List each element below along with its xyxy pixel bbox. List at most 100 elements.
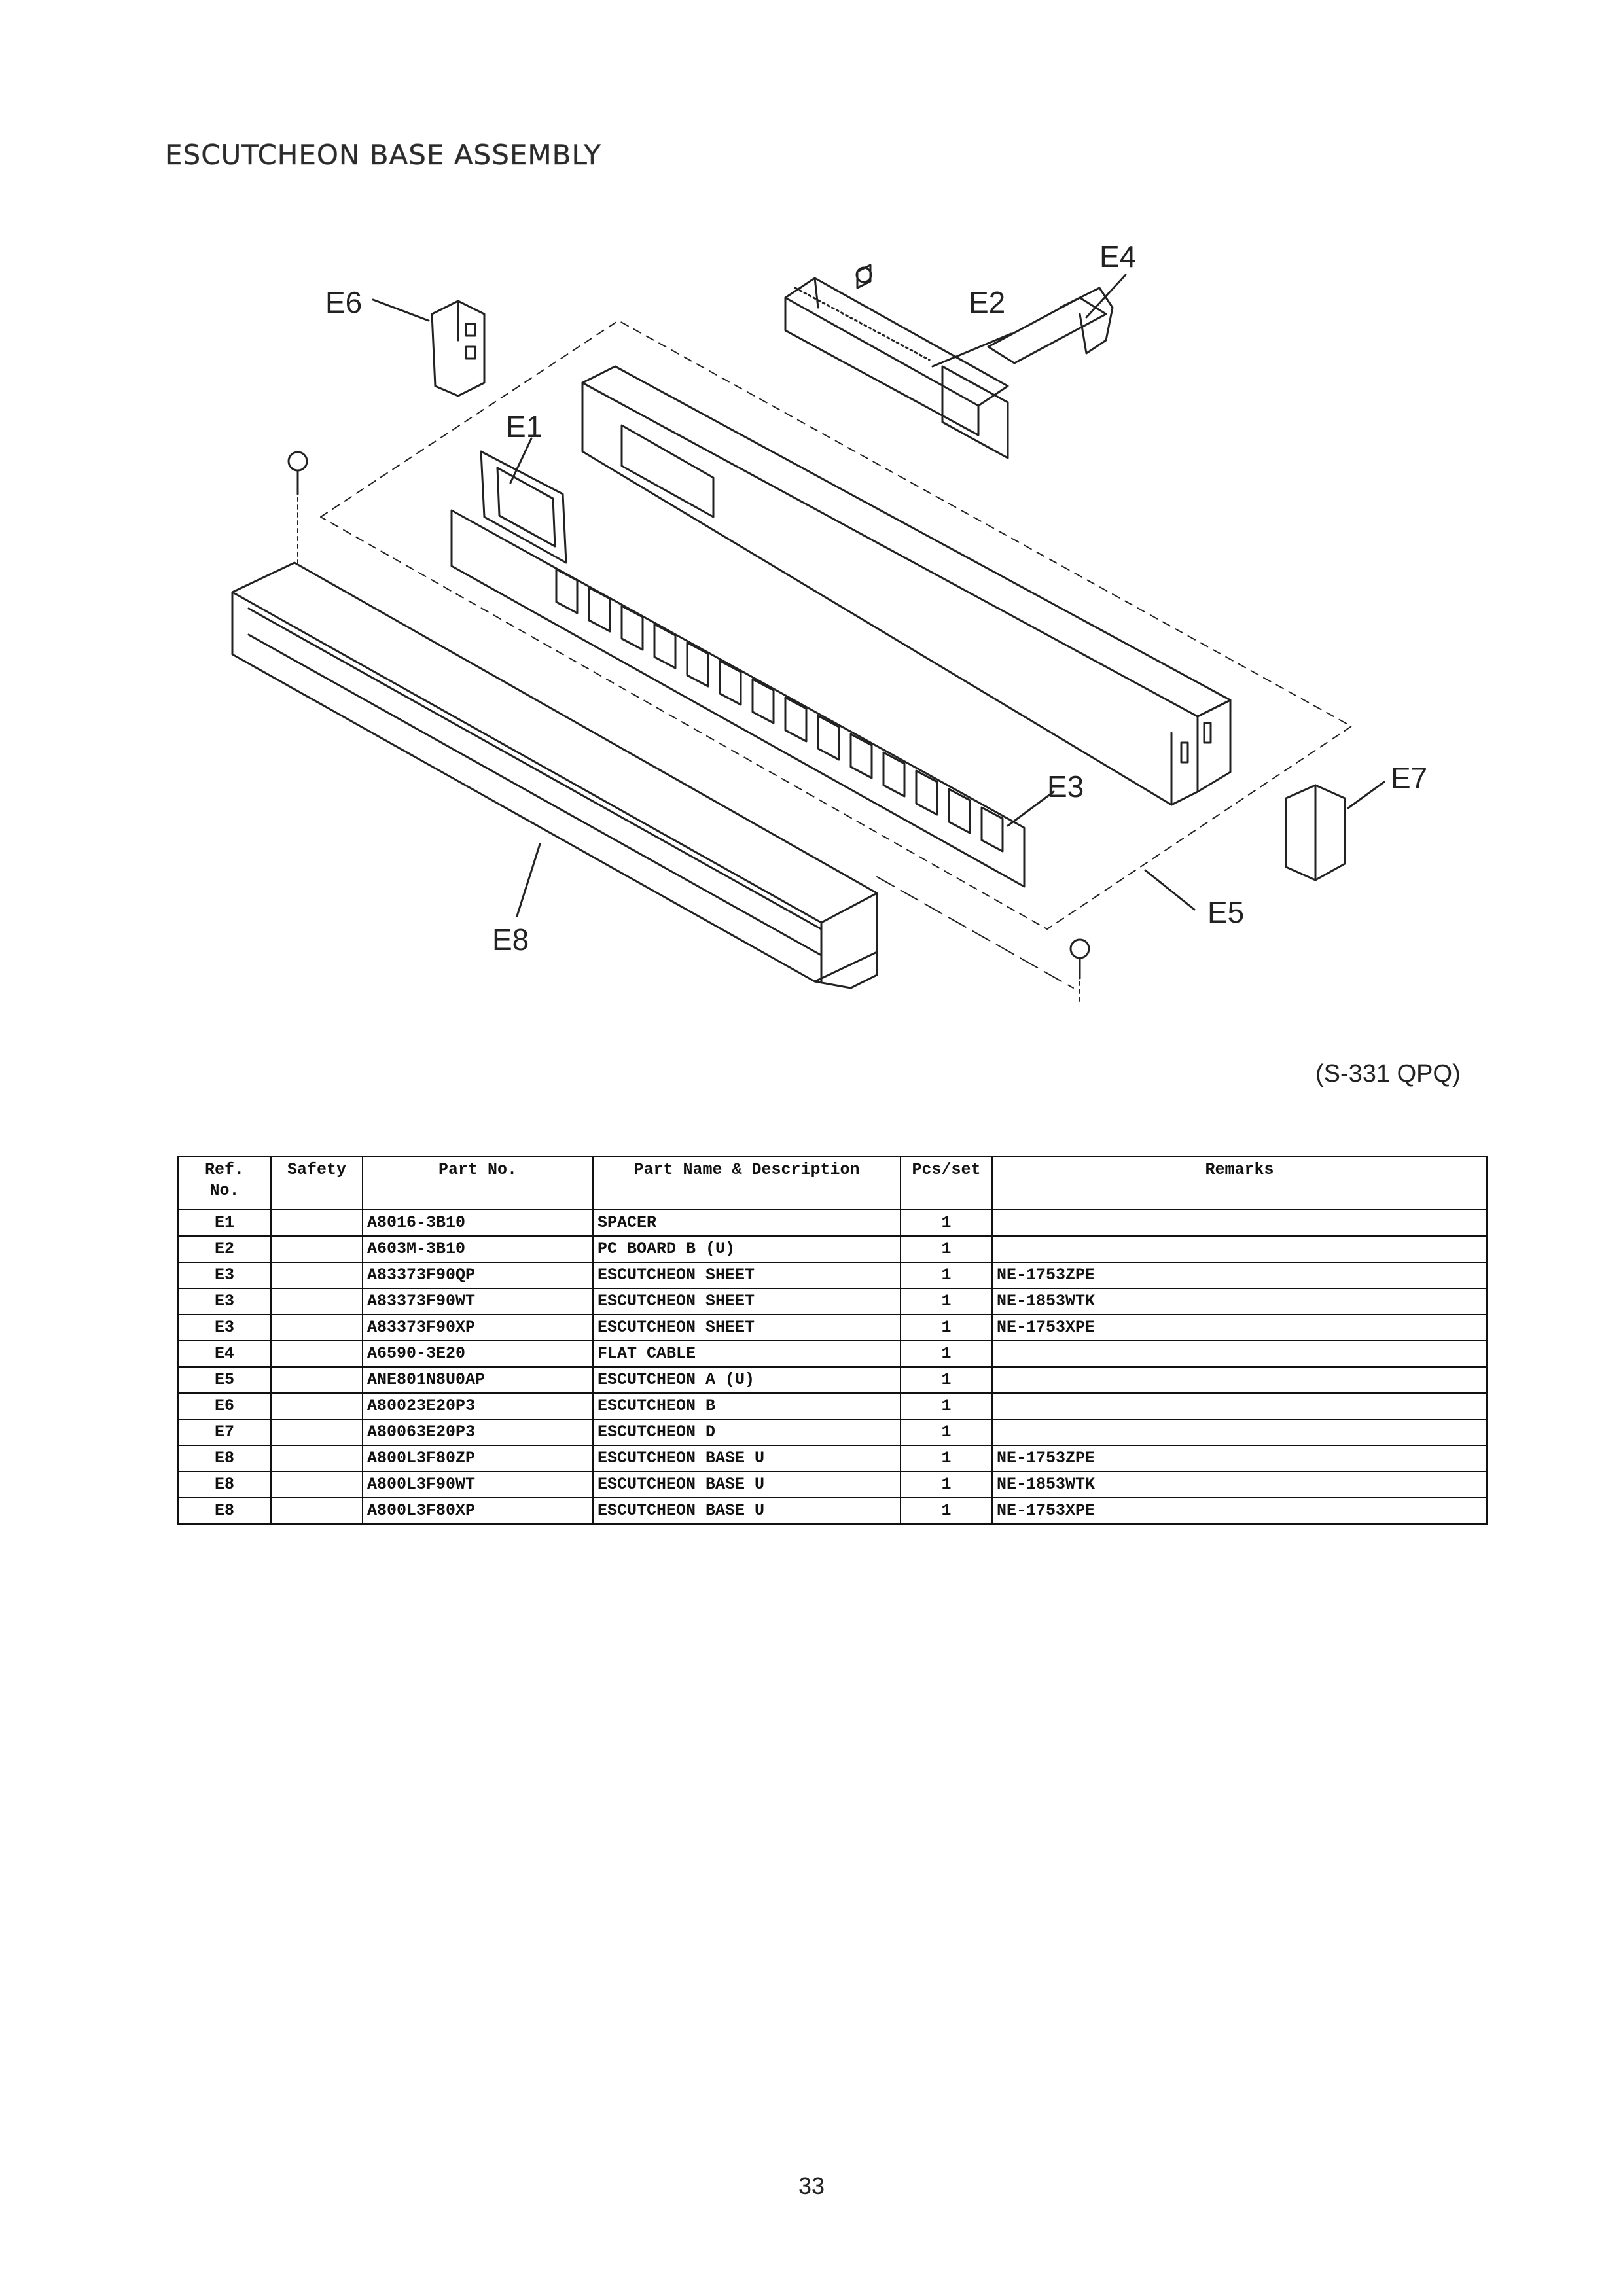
cell-part-no: A800L3F80XP bbox=[362, 1497, 594, 1525]
cell-part-no: A8016-3B10 bbox=[362, 1209, 594, 1237]
header-safety: Safety bbox=[270, 1156, 363, 1210]
cell-remarks bbox=[991, 1235, 1488, 1263]
label-e6: E6 bbox=[325, 285, 362, 319]
cell-pcs: 1 bbox=[900, 1288, 993, 1315]
cell-remarks: NE-1753ZPE bbox=[991, 1262, 1488, 1289]
cell-part-name: ESCUTCHEON SHEET bbox=[592, 1262, 901, 1289]
screw-left-icon bbox=[287, 451, 308, 563]
header-part-no: Part No. bbox=[362, 1156, 594, 1210]
cell-pcs: 1 bbox=[900, 1392, 993, 1420]
cell-part-name: PC BOARD B (U) bbox=[592, 1235, 901, 1263]
header-remarks: Remarks bbox=[991, 1156, 1488, 1210]
cell-pcs: 1 bbox=[900, 1209, 993, 1237]
parts-list-table: Ref.No. Safety Part No. Part Name & Desc… bbox=[177, 1156, 1488, 1525]
cell-remarks bbox=[991, 1340, 1488, 1368]
key-window-outline bbox=[915, 769, 938, 816]
cell-part-name: ESCUTCHEON BASE U bbox=[592, 1497, 901, 1525]
cell-safety bbox=[270, 1366, 363, 1394]
cell-safety bbox=[270, 1445, 363, 1472]
label-e2: E2 bbox=[969, 285, 1005, 319]
cell-remarks bbox=[991, 1366, 1488, 1394]
header-pcs-set: Pcs/set bbox=[900, 1156, 993, 1210]
key-window-outline bbox=[719, 660, 742, 706]
cell-remarks: NE-1853WTK bbox=[991, 1288, 1488, 1315]
cell-part-no: A83373F90WT bbox=[362, 1288, 594, 1315]
cell-ref: E8 bbox=[177, 1445, 272, 1472]
cell-safety bbox=[270, 1235, 363, 1263]
key-window-outline bbox=[784, 696, 808, 743]
cell-part-name: ESCUTCHEON A (U) bbox=[592, 1366, 901, 1394]
cell-ref: E2 bbox=[177, 1235, 272, 1263]
cell-ref: E1 bbox=[177, 1209, 272, 1237]
cell-pcs: 1 bbox=[900, 1471, 993, 1498]
assembly-boundary-dashed bbox=[320, 320, 1352, 930]
exploded-parts-diagram: E6 E1 E2 E4 E3 E7 E5 E8 bbox=[231, 239, 1427, 1002]
key-window-outline bbox=[948, 788, 971, 834]
key-window-outline bbox=[555, 568, 579, 614]
cell-pcs: 1 bbox=[900, 1235, 993, 1263]
cell-part-no: A800L3F90WT bbox=[362, 1471, 594, 1498]
cell-ref: E8 bbox=[177, 1497, 272, 1525]
cell-part-no: A80063E20P3 bbox=[362, 1419, 594, 1446]
cell-safety bbox=[270, 1262, 363, 1289]
table-row: E3 A83373F90WT ESCUTCHEON SHEET 1 NE-185… bbox=[177, 1288, 1488, 1315]
cell-safety bbox=[270, 1340, 363, 1368]
cell-part-no: A80023E20P3 bbox=[362, 1392, 594, 1420]
escutcheon-b-part bbox=[431, 300, 486, 397]
key-window-outline bbox=[588, 586, 611, 633]
table-row: E1 A8016-3B10 SPACER 1 bbox=[177, 1209, 1488, 1237]
key-window-outline bbox=[653, 623, 677, 669]
cell-pcs: 1 bbox=[900, 1445, 993, 1472]
cell-ref: E3 bbox=[177, 1314, 272, 1341]
label-e7: E7 bbox=[1391, 761, 1427, 795]
cell-part-name: ESCUTCHEON BASE U bbox=[592, 1471, 901, 1498]
cell-part-name: ESCUTCHEON SHEET bbox=[592, 1288, 901, 1315]
cell-pcs: 1 bbox=[900, 1497, 993, 1525]
screw-right-icon bbox=[876, 876, 1090, 1002]
table-row: E8 A800L3F90WT ESCUTCHEON BASE U 1 NE-18… bbox=[177, 1471, 1488, 1498]
table-row: E4 A6590-3E20 FLAT CABLE 1 bbox=[177, 1340, 1488, 1368]
cell-safety bbox=[270, 1497, 363, 1525]
cell-ref: E3 bbox=[177, 1262, 272, 1289]
key-window-outline bbox=[686, 641, 709, 688]
cell-remarks: NE-1753XPE bbox=[991, 1314, 1488, 1341]
table-row: E6 A80023E20P3 ESCUTCHEON B 1 bbox=[177, 1392, 1488, 1420]
label-e3: E3 bbox=[1047, 769, 1084, 804]
cell-safety bbox=[270, 1314, 363, 1341]
cell-part-name: ESCUTCHEON SHEET bbox=[592, 1314, 901, 1341]
table-row: E3 A83373F90XP ESCUTCHEON SHEET 1 NE-175… bbox=[177, 1314, 1488, 1341]
cell-pcs: 1 bbox=[900, 1340, 993, 1368]
key-window-outline bbox=[882, 751, 906, 798]
cell-part-name: ESCUTCHEON B bbox=[592, 1392, 901, 1420]
cell-ref: E7 bbox=[177, 1419, 272, 1446]
escutcheon-sheet-part bbox=[450, 509, 1026, 888]
label-e8: E8 bbox=[492, 923, 529, 957]
cell-remarks bbox=[991, 1392, 1488, 1420]
cell-part-no: A6590-3E20 bbox=[362, 1340, 594, 1368]
cell-ref: E4 bbox=[177, 1340, 272, 1368]
cell-pcs: 1 bbox=[900, 1419, 993, 1446]
cell-remarks: NE-1753XPE bbox=[991, 1497, 1488, 1525]
header-ref-no: Ref.No. bbox=[177, 1156, 272, 1210]
table-row: E3 A83373F90QP ESCUTCHEON SHEET 1 NE-175… bbox=[177, 1262, 1488, 1289]
cell-safety bbox=[270, 1209, 363, 1237]
escutcheon-base-u-part bbox=[231, 561, 878, 989]
key-window-outline bbox=[751, 678, 775, 724]
table-row: E7 A80063E20P3 ESCUTCHEON D 1 bbox=[177, 1419, 1488, 1446]
cell-part-name: SPACER bbox=[592, 1209, 901, 1237]
cell-safety bbox=[270, 1392, 363, 1420]
cell-ref: E3 bbox=[177, 1288, 272, 1315]
page-number: 33 bbox=[798, 2172, 825, 2199]
drawing-code: (S-331 QPQ) bbox=[1315, 1060, 1461, 1087]
key-window-outline bbox=[620, 605, 644, 651]
cell-pcs: 1 bbox=[900, 1262, 993, 1289]
cell-safety bbox=[270, 1288, 363, 1315]
table-row: E2 A603M-3B10 PC BOARD B (U) 1 bbox=[177, 1235, 1488, 1263]
spacer-part bbox=[480, 450, 567, 564]
flat-cable-part bbox=[987, 287, 1114, 364]
table-row: E5 ANE801N8U0AP ESCUTCHEON A (U) 1 bbox=[177, 1366, 1488, 1394]
cell-safety bbox=[270, 1419, 363, 1446]
cell-part-no: A603M-3B10 bbox=[362, 1235, 594, 1263]
cell-remarks: NE-1753ZPE bbox=[991, 1445, 1488, 1472]
cell-part-no: ANE801N8U0AP bbox=[362, 1366, 594, 1394]
